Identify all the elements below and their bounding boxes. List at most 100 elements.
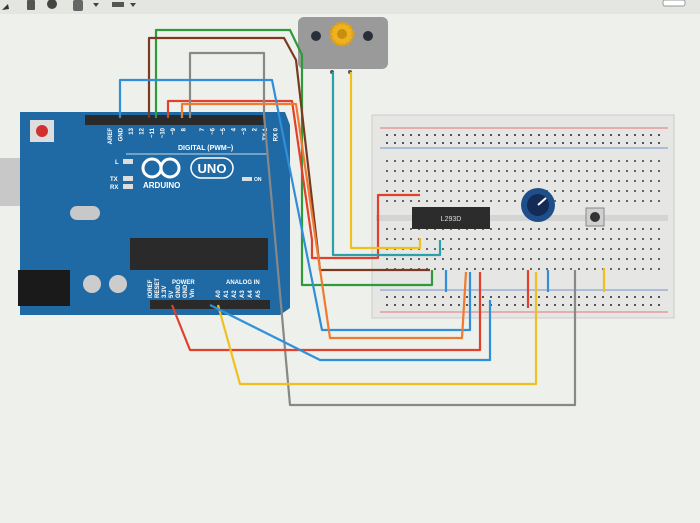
hole[interactable] <box>490 268 492 270</box>
hole[interactable] <box>434 170 436 172</box>
hole[interactable] <box>450 142 452 144</box>
hole[interactable] <box>618 238 620 240</box>
l293d-chip[interactable] <box>412 207 490 229</box>
hole[interactable] <box>434 268 436 270</box>
hole[interactable] <box>634 142 636 144</box>
hole[interactable] <box>658 228 660 230</box>
hole[interactable] <box>554 228 556 230</box>
hole[interactable] <box>530 248 532 250</box>
hole[interactable] <box>466 268 468 270</box>
hole[interactable] <box>658 248 660 250</box>
hole[interactable] <box>610 304 612 306</box>
hole[interactable] <box>594 296 596 298</box>
hole[interactable] <box>610 228 612 230</box>
hole[interactable] <box>634 170 636 172</box>
hole[interactable] <box>434 134 436 136</box>
hole[interactable] <box>522 238 524 240</box>
hole[interactable] <box>578 296 580 298</box>
hole[interactable] <box>618 228 620 230</box>
hole[interactable] <box>538 248 540 250</box>
hole[interactable] <box>490 190 492 192</box>
hole[interactable] <box>610 296 612 298</box>
hole[interactable] <box>482 142 484 144</box>
hole[interactable] <box>410 170 412 172</box>
code-button[interactable] <box>662 0 686 7</box>
hole[interactable] <box>522 160 524 162</box>
hole[interactable] <box>602 190 604 192</box>
hole[interactable] <box>386 200 388 202</box>
hole[interactable] <box>514 134 516 136</box>
hole[interactable] <box>386 304 388 306</box>
hole[interactable] <box>474 238 476 240</box>
hole[interactable] <box>386 170 388 172</box>
hole[interactable] <box>634 160 636 162</box>
hole[interactable] <box>538 180 540 182</box>
hole[interactable] <box>474 190 476 192</box>
breadboard[interactable]: L293D <box>371 114 675 319</box>
hole[interactable] <box>394 238 396 240</box>
hole[interactable] <box>418 296 420 298</box>
hole[interactable] <box>578 142 580 144</box>
hole[interactable] <box>594 304 596 306</box>
hole[interactable] <box>562 170 564 172</box>
hole[interactable] <box>506 268 508 270</box>
hole[interactable] <box>658 258 660 260</box>
hole[interactable] <box>570 304 572 306</box>
hole[interactable] <box>554 170 556 172</box>
hole[interactable] <box>610 258 612 260</box>
hole[interactable] <box>562 134 564 136</box>
hole[interactable] <box>546 238 548 240</box>
hole[interactable] <box>474 304 476 306</box>
hole[interactable] <box>546 180 548 182</box>
hole[interactable] <box>578 238 580 240</box>
chevron-down-icon[interactable] <box>130 3 136 7</box>
hole[interactable] <box>610 238 612 240</box>
hole[interactable] <box>650 304 652 306</box>
hole[interactable] <box>498 238 500 240</box>
hole[interactable] <box>618 142 620 144</box>
arrow-icon[interactable] <box>2 4 9 10</box>
hole[interactable] <box>418 258 420 260</box>
hole[interactable] <box>538 134 540 136</box>
potentiometer[interactable] <box>521 188 555 222</box>
hole[interactable] <box>658 134 660 136</box>
hole[interactable] <box>490 258 492 260</box>
hole[interactable] <box>506 190 508 192</box>
hole[interactable] <box>506 304 508 306</box>
hole[interactable] <box>522 134 524 136</box>
hole[interactable] <box>426 248 428 250</box>
hole[interactable] <box>442 268 444 270</box>
hole[interactable] <box>554 190 556 192</box>
hole[interactable] <box>410 238 412 240</box>
hole[interactable] <box>602 238 604 240</box>
hole[interactable] <box>394 190 396 192</box>
hole[interactable] <box>442 190 444 192</box>
hole[interactable] <box>514 248 516 250</box>
hole[interactable] <box>514 268 516 270</box>
hole[interactable] <box>658 180 660 182</box>
hole[interactable] <box>570 248 572 250</box>
hole[interactable] <box>570 228 572 230</box>
hole[interactable] <box>450 134 452 136</box>
hole[interactable] <box>538 228 540 230</box>
color-swatch[interactable] <box>73 0 83 11</box>
hole[interactable] <box>562 160 564 162</box>
hole[interactable] <box>386 296 388 298</box>
hole[interactable] <box>498 304 500 306</box>
hole[interactable] <box>410 200 412 202</box>
hole[interactable] <box>402 134 404 136</box>
hole[interactable] <box>594 160 596 162</box>
hole[interactable] <box>586 238 588 240</box>
hole[interactable] <box>642 296 644 298</box>
hole[interactable] <box>546 296 548 298</box>
hole[interactable] <box>650 170 652 172</box>
hole[interactable] <box>650 142 652 144</box>
hole[interactable] <box>642 228 644 230</box>
hole[interactable] <box>594 268 596 270</box>
hole[interactable] <box>522 258 524 260</box>
hole[interactable] <box>434 190 436 192</box>
hole[interactable] <box>586 134 588 136</box>
hole[interactable] <box>426 170 428 172</box>
